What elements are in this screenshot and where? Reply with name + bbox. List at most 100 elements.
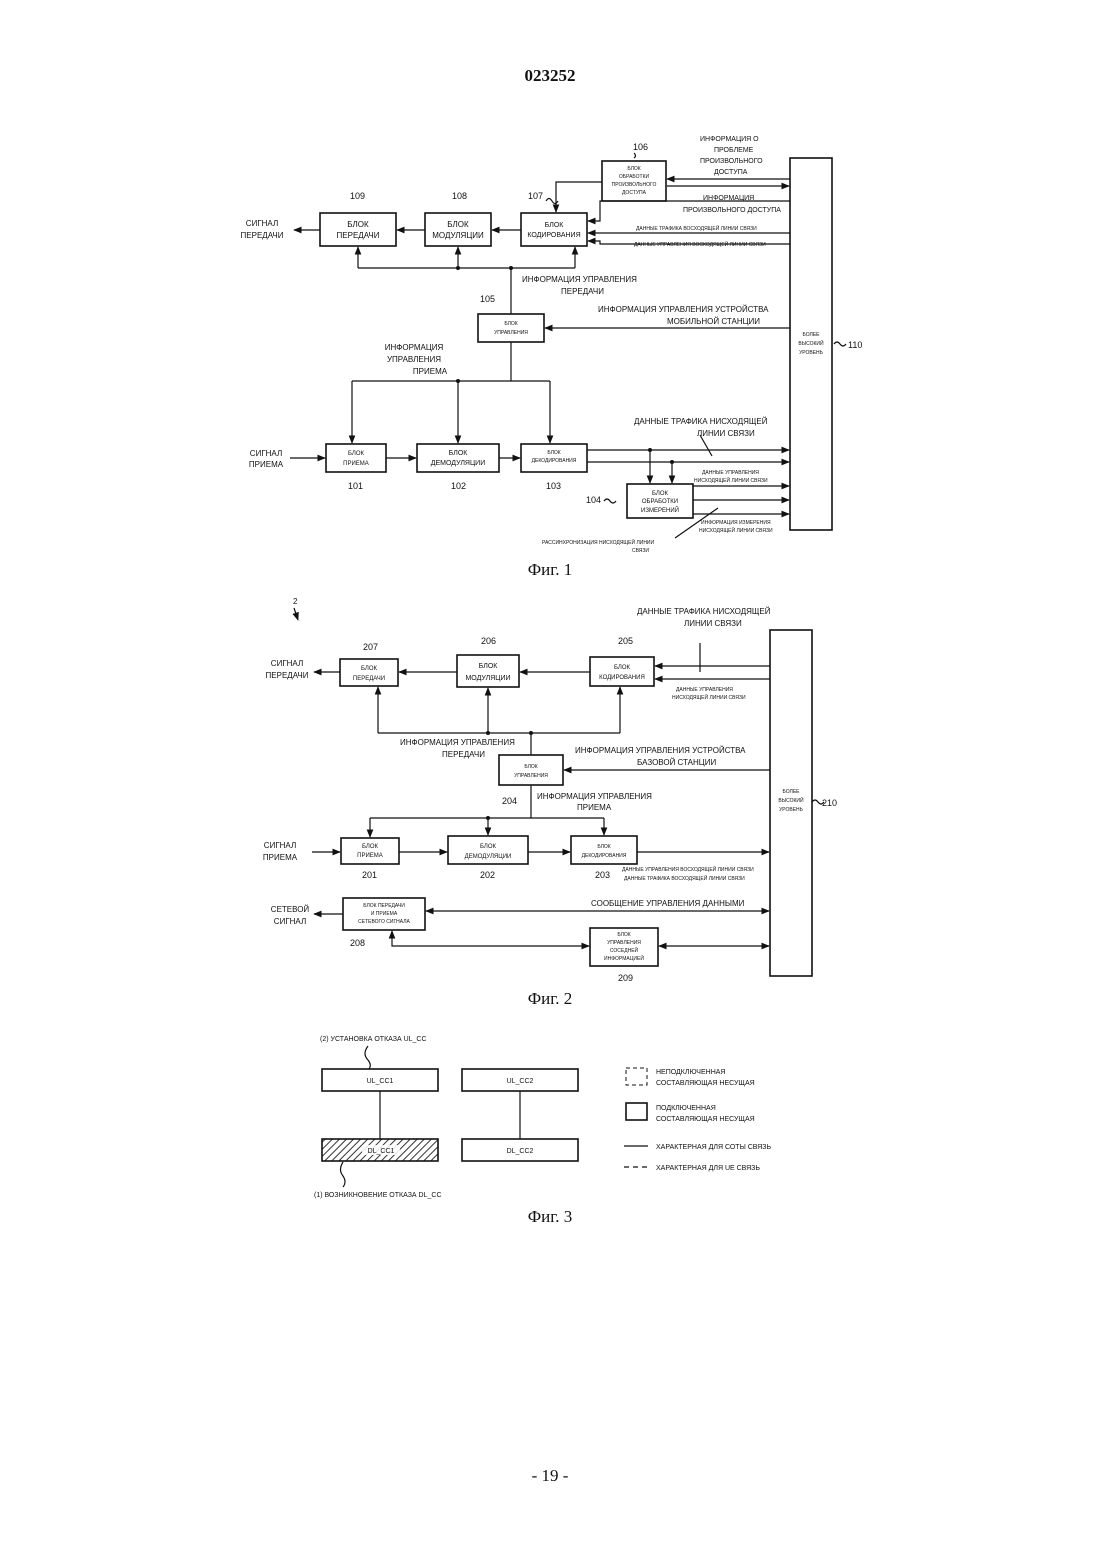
label-tx-signal: СИГНАЛ [271, 659, 303, 668]
ref-201: 201 [362, 870, 377, 880]
legend-unconnected-swatch [626, 1068, 647, 1085]
legend-cell-link: ХАРАКТЕРНАЯ ДЛЯ СОТЫ СВЯЗЬ [656, 1144, 771, 1151]
ref-206: 206 [481, 636, 496, 646]
block-208-label: СЕТЕВОГО СИГНАЛА [358, 919, 410, 925]
label-rx-signal: ПРИЕМА [249, 460, 284, 469]
block-204-label: БЛОК [524, 764, 537, 770]
page-number: - 19 - [0, 1466, 1100, 1486]
block-104-label: ИЗМЕРЕНИЙ [641, 506, 679, 514]
label-rx-control: ПРИЕМА [413, 367, 448, 376]
ref-210: 210 [822, 798, 837, 808]
block-102-label: БЛОК [449, 450, 469, 457]
leader-110 [834, 342, 846, 346]
label-rx-signal: СИГНАЛ [264, 841, 296, 850]
note-dl-cc-failure: (1) ВОЗНИКНОВЕНИЕ ОТКАЗА DL_CC [314, 1192, 442, 1199]
figure-1-caption: Фиг. 1 [528, 560, 573, 579]
label-dl-control: НИСХОДЯЩЕЙ ЛИНИИ СВЯЗИ [672, 693, 746, 701]
block-103-label: ДЕКОДИРОВАНИЯ [532, 458, 577, 464]
block-103-label: БЛОК [547, 450, 560, 456]
block-205-label: КОДИРОВАНИЯ [599, 675, 645, 681]
ref-106: 106 [633, 142, 648, 152]
ref-203: 203 [595, 870, 610, 880]
block-106-label: ОБРАБОТКИ [619, 174, 650, 180]
legend-connected: СОСТАВЛЯЮЩАЯ НЕСУЩАЯ [656, 1116, 755, 1123]
label-ra-problem: ИНФОРМАЦИЯ О [700, 136, 759, 143]
block-203-decoding [571, 836, 637, 864]
figure-1: БЛОК ПЕРЕДАЧИ БЛОК МОДУЛЯЦИИ БЛОК КОДИРО… [241, 136, 863, 579]
dl-cc1-label: DL_CC1 [368, 1148, 395, 1155]
label-tx-signal: ПЕРЕДАЧИ [266, 671, 309, 680]
figure-2: 2 БЛОК ПЕРЕДАЧИ БЛОК МОДУЛЯЦИИ БЛОК КОДИ… [263, 597, 837, 1008]
label-ra-problem: ПРОБЛЕМЕ [714, 147, 754, 154]
ref-205: 205 [618, 636, 633, 646]
label-ra-info: ИНФОРМАЦИЯ [703, 195, 754, 202]
block-110-label: ВЫСОКИЙ [798, 339, 824, 347]
ref-209: 209 [618, 973, 633, 983]
ref-105: 105 [480, 294, 495, 304]
ref-2: 2 [293, 597, 298, 606]
label-tx-signal: СИГНАЛ [246, 219, 278, 228]
block-209-label: ИНФОРМАЦИЕЙ [604, 954, 644, 962]
label-tx-signal: ПЕРЕДАЧИ [241, 231, 284, 240]
block-109-label: ПЕРЕДАЧИ [337, 231, 380, 240]
block-201-receive [341, 838, 399, 864]
ref-103: 103 [546, 481, 561, 491]
label-dl-meas: НИСХОДЯЩЕЙ ЛИНИИ СВЯЗИ [699, 526, 773, 534]
legend-unconnected: СОСТАВЛЯЮЩАЯ НЕСУЩАЯ [656, 1080, 755, 1087]
label-ul-traffic: ДАННЫЕ ТРАФИКА ВОСХОДЯЩЕЙ ЛИНИИ СВЯЗИ [624, 874, 745, 882]
label-network-signal: СИГНАЛ [274, 917, 306, 926]
ref-207: 207 [363, 642, 378, 652]
label-rx-signal: ПРИЕМА [263, 853, 298, 862]
label-ms-control: ИНФОРМАЦИЯ УПРАВЛЕНИЯ УСТРОЙСТВА [598, 305, 769, 314]
block-110-label: УРОВЕНЬ [799, 350, 824, 356]
figure-2-caption: Фиг. 2 [528, 989, 573, 1008]
block-101-label: ПРИЕМА [343, 461, 369, 467]
block-105-label: БЛОК [504, 321, 517, 327]
block-209-label: БЛОК [617, 932, 630, 938]
block-108-label: БЛОК [447, 220, 469, 229]
block-201-label: ПРИЕМА [357, 853, 383, 859]
block-203-label: ДЕКОДИРОВАНИЯ [582, 853, 627, 859]
label-ra-info: ПРОИЗВОЛЬНОГО ДОСТУПА [683, 207, 781, 214]
ref-104: 104 [586, 495, 601, 505]
block-209-label: СОСЕДНЕЙ [610, 946, 639, 954]
ref-208: 208 [350, 938, 365, 948]
label-ul-control: ДАННЫЕ УПРАВЛЕНИЯ ВОСХОДЯЩЕЙ ЛИНИИ СВЯЗИ [634, 240, 766, 248]
label-ra-problem: ДОСТУПА [714, 169, 748, 176]
ref-101: 101 [348, 481, 363, 491]
figure-3-caption: Фиг. 3 [528, 1207, 573, 1226]
label-dl-desync: СВЯЗИ [632, 548, 649, 554]
label-dl-desync: РАССИНХРОНИЗАЦИЯ НИСХОДЯЩЕЙ ЛИНИИ [542, 538, 655, 546]
ref-102: 102 [451, 481, 466, 491]
label-tx-control: ПЕРЕДАЧИ [442, 750, 485, 759]
legend-unconnected: НЕПОДКЛЮЧЕННАЯ [656, 1069, 725, 1076]
label-ul-traffic: ДАННЫЕ ТРАФИКА ВОСХОДЯЩЕЙ ЛИНИИ СВЯЗИ [636, 224, 757, 232]
legend-ue-link: ХАРАКТЕРНАЯ ДЛЯ UE СВЯЗЬ [656, 1165, 760, 1172]
label-ms-control: МОБИЛЬНОЙ СТАНЦИИ [667, 317, 760, 326]
block-109-transmit [320, 213, 396, 246]
label-rx-control: ИНФОРМАЦИЯ [385, 343, 444, 352]
block-203-label: БЛОК [597, 844, 610, 850]
block-104-label: БЛОК [652, 491, 669, 497]
block-208-label: И ПРИЕМА [371, 911, 398, 917]
label-ul-control: ДАННЫЕ УПРАВЛЕНИЯ ВОСХОДЯЩЕЙ ЛИНИИ СВЯЗИ [622, 865, 754, 873]
block-101-label: БЛОК [348, 451, 365, 457]
dl-cc2-label: DL_CC2 [507, 1148, 534, 1155]
label-tx-control: ИНФОРМАЦИЯ УПРАВЛЕНИЯ [522, 275, 637, 284]
legend-connected-swatch [626, 1103, 647, 1120]
block-207-label: ПЕРЕДАЧИ [353, 676, 385, 682]
leader-106 [634, 153, 636, 158]
block-207-label: БЛОК [361, 666, 378, 672]
block-206-label: БЛОК [479, 663, 499, 670]
block-101-receive [326, 444, 386, 472]
block-202-label: ДЕМОДУЛЯЦИИ [465, 854, 512, 860]
block-108-modulation [425, 213, 491, 246]
block-209-label: УПРАВЛЕНИЯ [607, 940, 641, 946]
ref-109: 109 [350, 191, 365, 201]
block-107-label: БЛОК [545, 222, 565, 229]
label-rx-control: ИНФОРМАЦИЯ УПРАВЛЕНИЯ [537, 792, 652, 801]
block-204-control [499, 755, 563, 785]
block-106-label: БЛОК [627, 166, 640, 172]
label-dl-traffic: ДАННЫЕ ТРАФИКА НИСХОДЯЩЕЙ [637, 607, 771, 616]
